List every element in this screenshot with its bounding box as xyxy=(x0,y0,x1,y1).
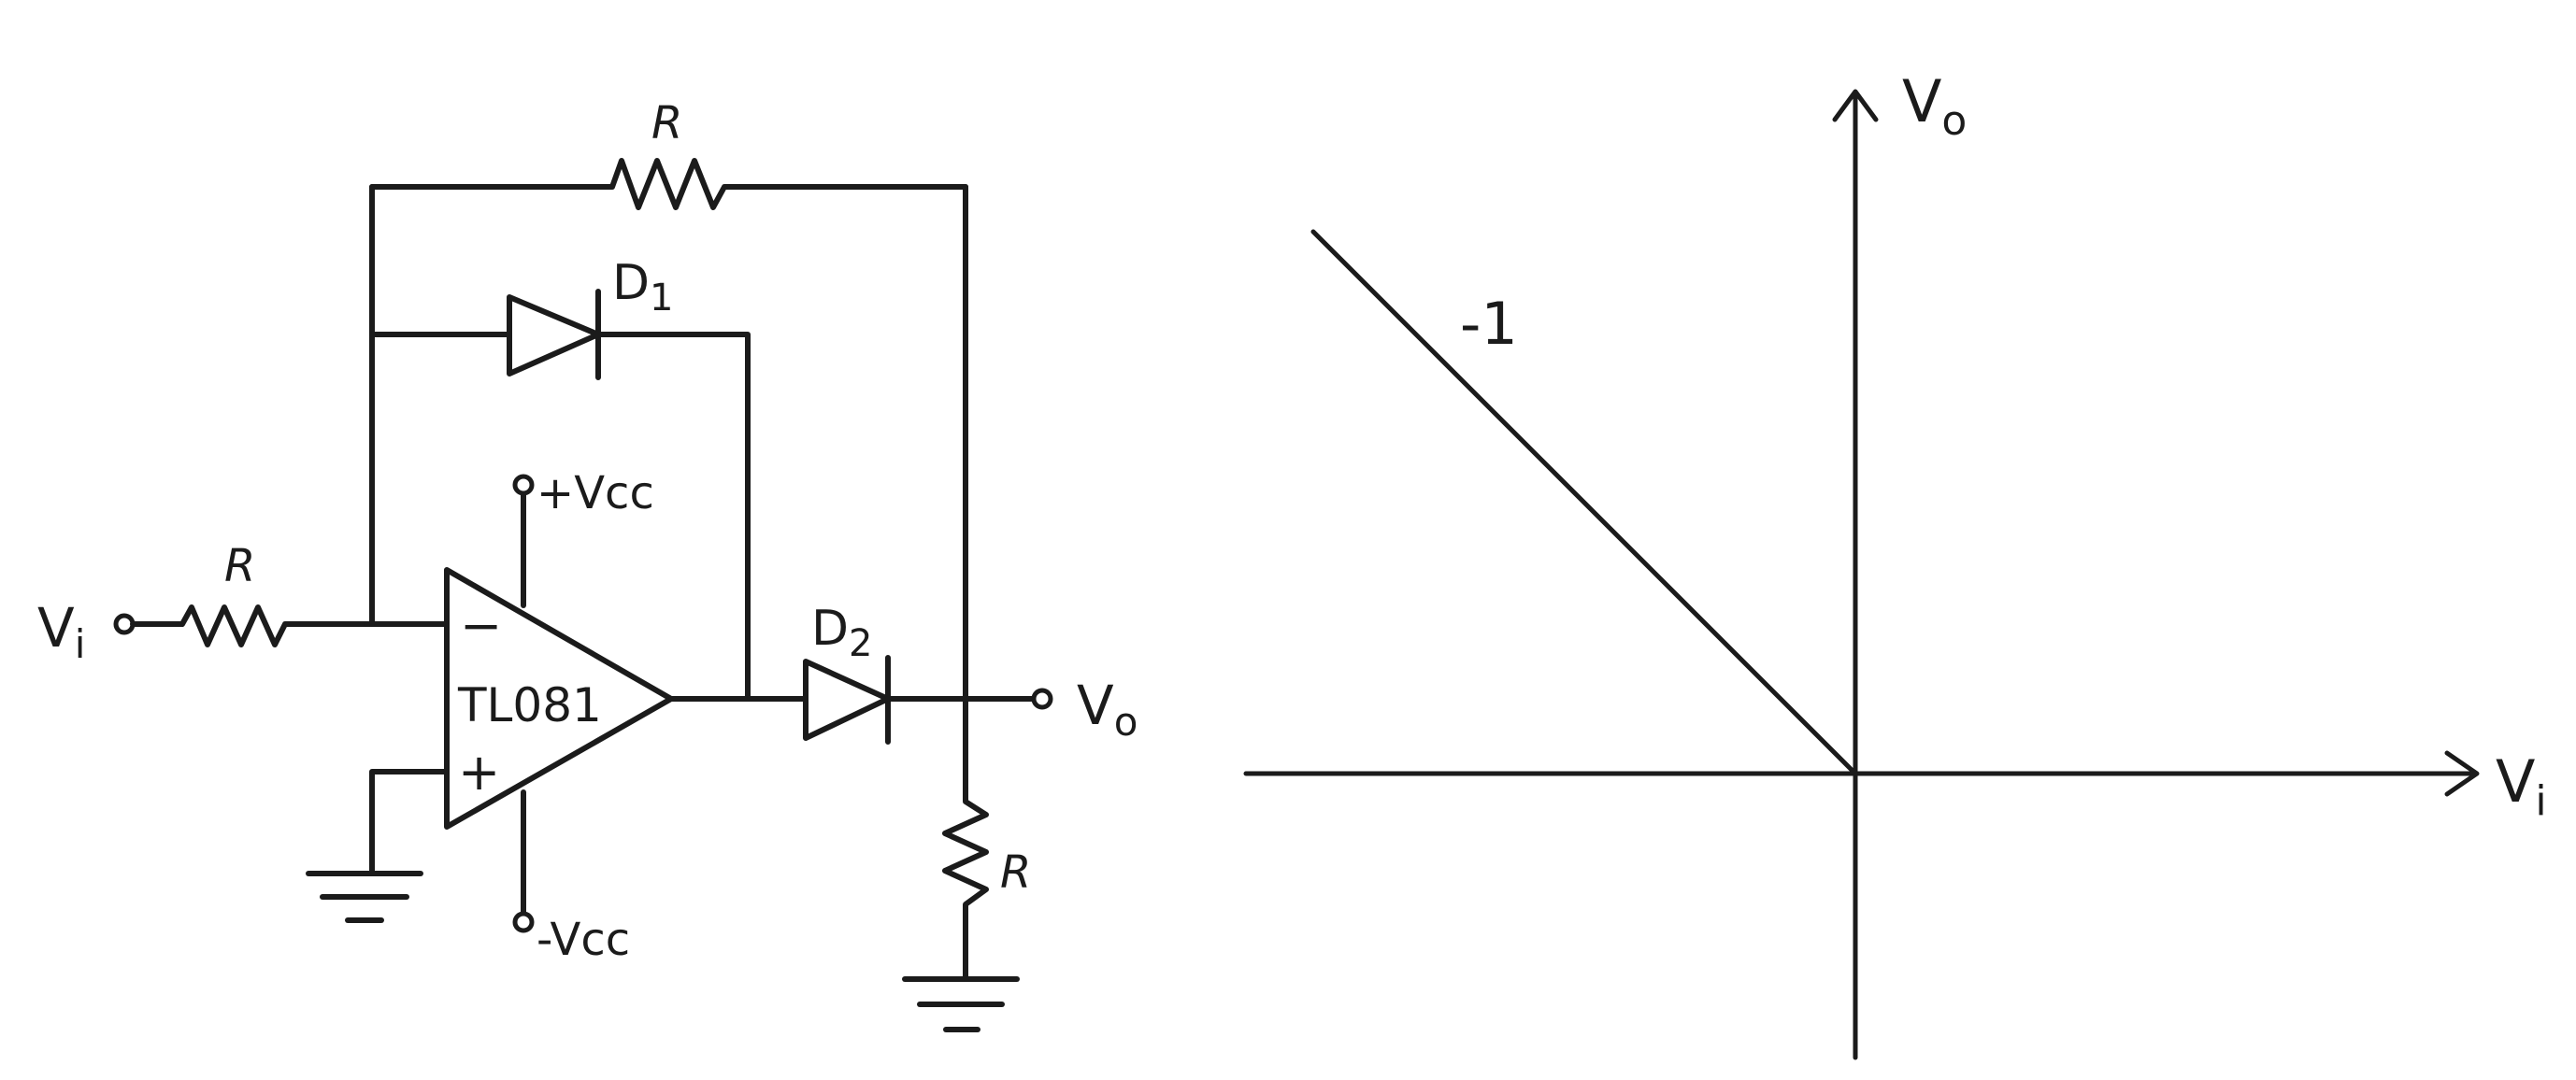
transfer-curve-negative-segment xyxy=(1310,229,1858,776)
ground-symbol-load xyxy=(902,976,1020,1032)
circuit: Vi R R D1 TL081 − + +Vcc -Vcc xyxy=(37,97,1138,1032)
slope-label: -1 xyxy=(1460,290,1518,358)
y-axis-label: Vo xyxy=(1902,67,1967,145)
opamp-triangle xyxy=(444,567,674,830)
input-resistor-label: R xyxy=(224,540,255,592)
load-resistor xyxy=(942,787,989,982)
output-terminal xyxy=(1031,688,1053,710)
x-axis-arrow xyxy=(2444,750,2480,797)
feedback-resistor xyxy=(369,158,968,210)
load-resistor-label: R xyxy=(1000,846,1031,899)
positive-supply-label: +Vcc xyxy=(537,467,654,519)
diode2 xyxy=(803,655,891,745)
diode2-label: D2 xyxy=(811,601,873,665)
transfer-plot: Vi Vo -1 xyxy=(1243,67,2547,1060)
feedback-resistor-label: R xyxy=(651,97,682,149)
diode1-branch-wire xyxy=(369,332,751,702)
output-label: Vo xyxy=(1077,674,1138,745)
y-axis-arrow xyxy=(1832,89,1879,122)
positive-supply-terminal xyxy=(512,474,535,496)
opamp-noninverting-sign: + xyxy=(458,743,500,802)
input-resistor xyxy=(130,604,369,647)
diode1 xyxy=(507,289,601,380)
noninverting-ground-wire xyxy=(369,769,450,876)
ground-symbol-opamp xyxy=(306,871,423,923)
input-label: Vi xyxy=(37,596,85,667)
negative-supply-label: -Vcc xyxy=(537,914,630,966)
x-axis-label: Vi xyxy=(2496,747,2547,825)
opamp-name: TL081 xyxy=(457,678,602,732)
opamp-inverting-sign: − xyxy=(460,596,502,655)
diode1-label: D1 xyxy=(612,255,674,320)
negative-supply-terminal xyxy=(512,911,535,933)
